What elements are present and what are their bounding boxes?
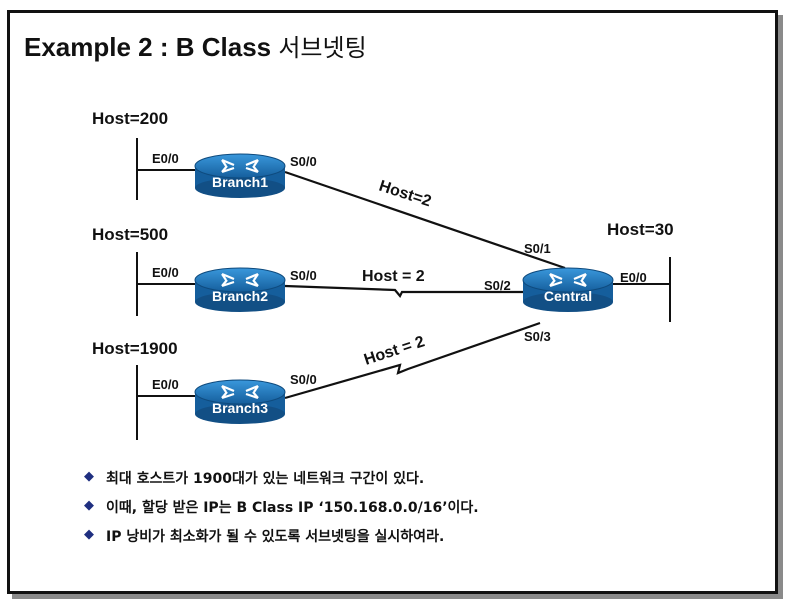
requirements-list: ◆ 최대 호스트가 1900대가 있는 네트워크 구간이 있다. ◆ 이때, 할당 …: [84, 468, 479, 555]
title-korean: 서브넷팅: [278, 34, 367, 62]
serial-link-branch3: [284, 321, 541, 400]
list-item: ◆ 이때, 할당 받은 IP는 B Class IP ‘150.168.0.0/1…: [84, 497, 479, 526]
router-label-branch3: Branch3: [212, 400, 268, 416]
serial-link-branch2: [284, 284, 525, 298]
router-label-branch1: Branch1: [212, 174, 268, 190]
serial-link-branch1: [284, 170, 566, 270]
interface-label: S0/2: [484, 278, 511, 293]
interface-label: S0/3: [524, 329, 551, 344]
host-label-branch1: Host=200: [92, 109, 168, 128]
host-label-branch3: Host=1900: [92, 339, 178, 358]
interface-label: S0/0: [290, 372, 317, 387]
slide-frame: [7, 10, 778, 594]
interface-label: E0/0: [620, 270, 647, 285]
interface-label: S0/1: [524, 241, 551, 256]
interface-label: E0/0: [152, 377, 179, 392]
page-title: Example 2 : B Class 서브넷팅: [24, 28, 367, 63]
diamond-bullet-icon: ◆: [84, 469, 94, 484]
interface-label: S0/0: [290, 268, 317, 283]
list-item-text: IP 낭비가 최소화가 될 수 있도록 서브넷팅을 실시하여라.: [106, 529, 445, 545]
interface-label: S0/0: [290, 154, 317, 169]
list-item-text: 이때, 할당 받은 IP는 B Class IP ‘150.168.0.0/16…: [106, 500, 479, 516]
list-item-text: 최대 호스트가 1900대가 있는 네트워크 구간이 있다.: [106, 471, 425, 487]
diamond-bullet-icon: ◆: [84, 527, 94, 542]
list-item: ◆ 최대 호스트가 1900대가 있는 네트워크 구간이 있다.: [84, 468, 479, 497]
diamond-bullet-icon: ◆: [84, 498, 94, 513]
list-item: ◆ IP 낭비가 최소화가 될 수 있도록 서브넷팅을 실시하여라.: [84, 526, 479, 555]
host-label-central: Host=30: [607, 220, 674, 239]
interface-label: E0/0: [152, 265, 179, 280]
link-host-label: Host = 2: [362, 268, 425, 285]
router-label-branch2: Branch2: [212, 288, 268, 304]
router-label-central: Central: [544, 288, 592, 304]
link-host-label: Host = 2: [362, 333, 427, 369]
host-label-branch2: Host=500: [92, 225, 168, 244]
interface-label: E0/0: [152, 151, 179, 166]
title-main: Example 2 : B Class: [24, 32, 279, 62]
